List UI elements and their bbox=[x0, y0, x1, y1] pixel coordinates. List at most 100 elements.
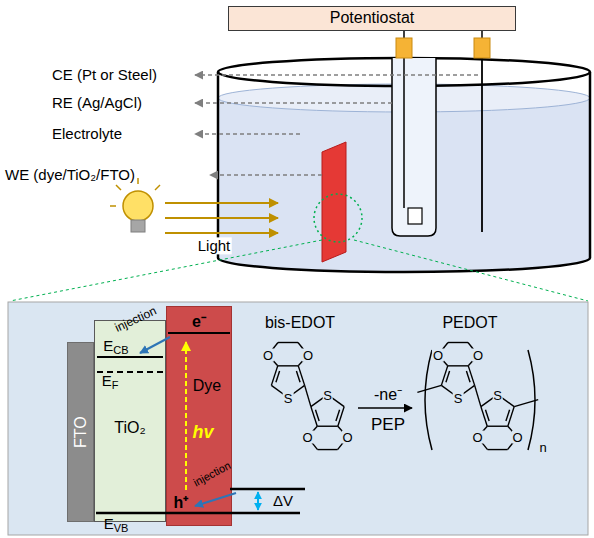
chemical-bond bbox=[448, 342, 468, 343]
energy-level-label: EF bbox=[102, 372, 119, 392]
chemical-bond bbox=[481, 407, 487, 427]
excited-level-line bbox=[168, 332, 230, 334]
node-text: FTO bbox=[71, 416, 89, 448]
photon-label: hv bbox=[192, 422, 213, 443]
potentiostat-box: Potentiostat bbox=[228, 6, 516, 31]
label-holder: ECB bbox=[103, 337, 128, 357]
reference-wire bbox=[403, 58, 405, 208]
potential-label: ΔV bbox=[273, 492, 293, 509]
part-label: Electrolyte bbox=[52, 125, 122, 142]
label-holder: CE (Pt or Steel) bbox=[52, 66, 157, 83]
connector bbox=[396, 38, 412, 58]
detail-panel bbox=[8, 302, 588, 535]
bulb-base bbox=[131, 220, 145, 232]
chemical-bond bbox=[271, 366, 277, 386]
chemical-bond bbox=[506, 410, 510, 421]
atom-symbol: O bbox=[302, 349, 314, 362]
monomer-level-line bbox=[230, 488, 305, 491]
chemical-bond bbox=[296, 371, 300, 382]
beaker-wall bbox=[217, 72, 220, 258]
chemical-bond bbox=[278, 365, 299, 366]
leader-arrow bbox=[195, 133, 300, 135]
chemical-bond bbox=[318, 449, 338, 450]
reaction-arrow bbox=[358, 407, 412, 409]
chemical-bond bbox=[468, 366, 474, 386]
label-holder: O bbox=[302, 349, 314, 362]
chemical-bond bbox=[448, 365, 469, 366]
atom-symbol: O bbox=[511, 431, 523, 444]
reference-electrode-tube bbox=[392, 58, 436, 236]
chemical-bond bbox=[317, 426, 338, 427]
chemical-bond bbox=[305, 385, 311, 406]
wire bbox=[403, 31, 405, 38]
chemical-bond bbox=[336, 410, 340, 421]
atom-symbol: O bbox=[472, 349, 484, 362]
part-label: RE (Ag/AgCl) bbox=[52, 94, 142, 111]
label-holder: S bbox=[322, 388, 333, 401]
energy-level-label: ECB bbox=[103, 337, 128, 357]
chemical-bond bbox=[417, 385, 441, 392]
atom-symbol: O bbox=[341, 431, 353, 444]
label-holder: Electrolyte bbox=[52, 125, 122, 142]
label-holder: RE (Ag/AgCl) bbox=[52, 94, 142, 111]
wire bbox=[481, 31, 483, 38]
beaker-bottom bbox=[218, 258, 590, 272]
dye-layer: Dye bbox=[166, 306, 232, 526]
label-holder: h⁺ bbox=[174, 494, 189, 512]
counter-electrode-wire bbox=[481, 58, 483, 232]
connector bbox=[474, 38, 490, 58]
excitation-arrow bbox=[185, 342, 187, 490]
compound-name: PEDOT bbox=[442, 314, 497, 332]
label-holder: S bbox=[453, 391, 464, 404]
chemical-bond bbox=[485, 410, 489, 421]
fto-layer: FTO bbox=[67, 342, 94, 522]
reaction-label: -ne⁻ bbox=[374, 386, 402, 404]
part-label: CE (Pt or Steel) bbox=[52, 66, 157, 83]
node-text: TiO₂ bbox=[114, 419, 145, 437]
label-holder: PEP bbox=[371, 415, 405, 435]
bulb-ray bbox=[110, 205, 116, 207]
chemical-bond bbox=[466, 371, 470, 382]
polymer-bracket bbox=[528, 350, 535, 450]
atom-symbol: O bbox=[262, 349, 274, 362]
chemical-bond bbox=[338, 407, 344, 427]
injection-arrow bbox=[195, 493, 236, 506]
atom-symbol: O bbox=[471, 431, 483, 444]
leader-arrow bbox=[195, 74, 478, 76]
chemical-bond bbox=[487, 426, 508, 427]
atom-symbol: S bbox=[492, 388, 503, 401]
label-holder: O bbox=[511, 431, 523, 444]
injection-arrow bbox=[140, 337, 170, 353]
label-holder: O bbox=[301, 431, 313, 444]
label-holder: S bbox=[492, 388, 503, 401]
atom-symbol: S bbox=[283, 391, 294, 404]
label-holder: ΔV bbox=[273, 492, 293, 509]
conduction-band-line bbox=[97, 356, 163, 358]
label-holder: Light bbox=[197, 237, 232, 254]
hole-label: h⁺ bbox=[174, 494, 189, 512]
light-arrow bbox=[165, 217, 278, 219]
energy-level-label: EVB bbox=[104, 515, 129, 535]
chemical-bond bbox=[315, 410, 319, 421]
label-holder: O bbox=[471, 431, 483, 444]
label-holder: S bbox=[283, 391, 294, 404]
node-text: Potentiostat bbox=[330, 9, 415, 27]
light-arrow bbox=[165, 202, 278, 204]
valence-band-line bbox=[96, 512, 300, 515]
label-holder: O bbox=[341, 431, 353, 444]
leader-arrow bbox=[195, 102, 392, 104]
light-arrow bbox=[165, 232, 278, 234]
compound-name: bis-EDOT bbox=[265, 314, 335, 332]
bulb-ray bbox=[116, 185, 121, 190]
chemical-bond bbox=[508, 407, 514, 427]
working-electrode-plate bbox=[322, 142, 346, 262]
chemical-bond bbox=[446, 371, 450, 382]
potential-gap-arrow bbox=[257, 492, 259, 510]
zoom-line bbox=[10, 240, 322, 301]
chemical-bond bbox=[298, 366, 304, 386]
reaction-label: PEP bbox=[371, 415, 405, 435]
chemical-bond bbox=[514, 400, 538, 407]
light-label: Light bbox=[197, 237, 232, 254]
electron-label: e⁻ bbox=[192, 313, 206, 331]
label-holder: hv bbox=[192, 422, 213, 443]
